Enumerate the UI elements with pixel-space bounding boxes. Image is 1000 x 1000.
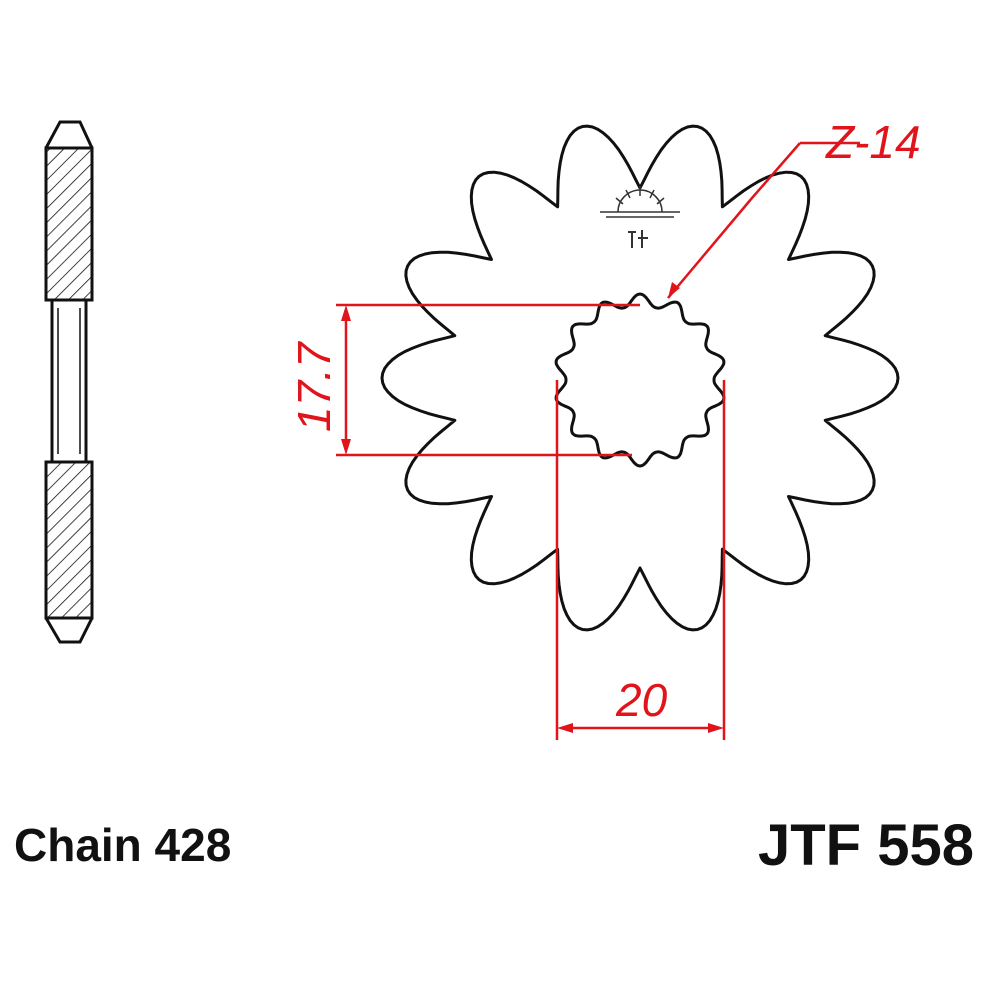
teeth-count-label: Z-14 [825, 116, 921, 168]
side-view-upper-hatch [44, 146, 94, 302]
jt-sprockets-sun-logo [600, 186, 680, 248]
part-number-label: JTF 558 [758, 813, 974, 878]
dim-width-arrow-right [708, 723, 724, 733]
dimension-arrows [341, 282, 724, 733]
inner-dimension-label: 17.7 [288, 341, 340, 432]
side-view-lower-hatch [44, 460, 94, 620]
dim-inner-arrow-bottom [341, 439, 351, 455]
dim-width-arrow-left [557, 723, 573, 733]
side-view-hub [50, 298, 88, 464]
width-dimension-label: 20 [615, 674, 668, 726]
chain-size-label: Chain 428 [14, 819, 232, 871]
sprocket-side-view [44, 120, 94, 644]
dimension-lines [336, 141, 860, 740]
dim-inner-arrow-top [341, 305, 351, 321]
teeth-leader-arrow [668, 282, 680, 298]
spline-bore-outline [554, 292, 726, 468]
teeth-leader-line [667, 142, 801, 299]
